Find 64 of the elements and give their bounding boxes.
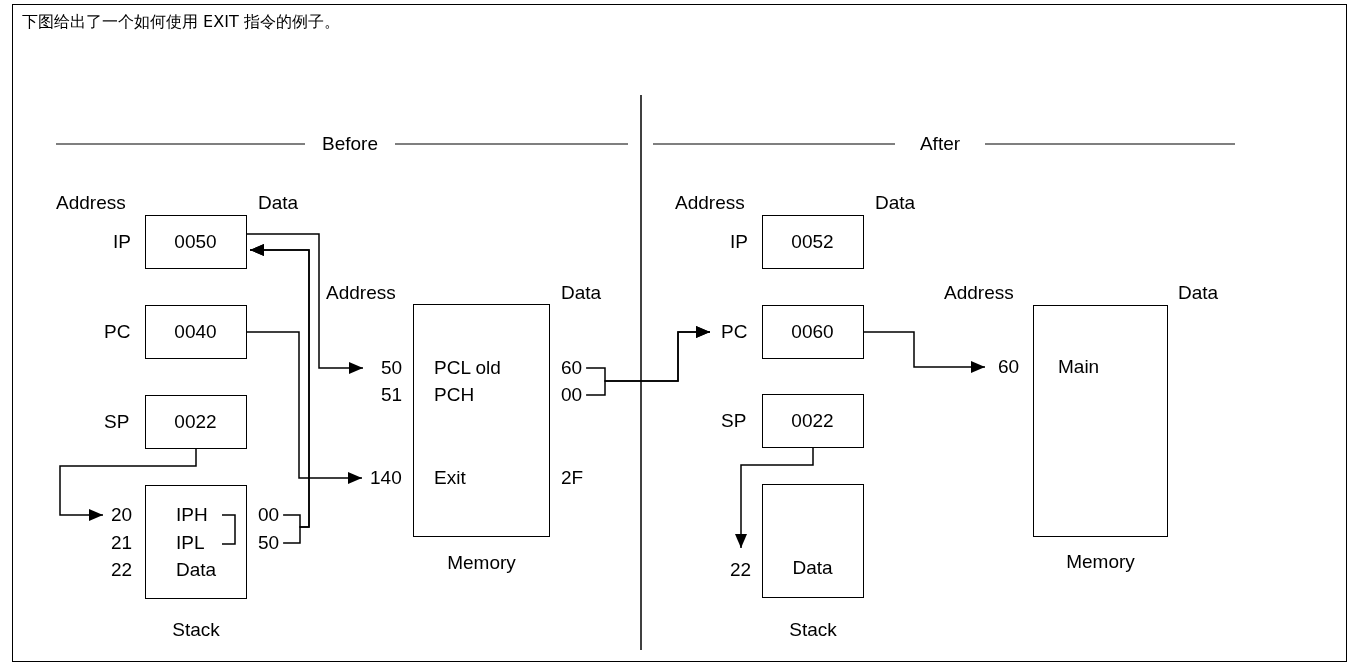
value-text: 140: [370, 467, 402, 489]
register-box: [762, 394, 864, 448]
memory-entry: Data: [176, 558, 217, 581]
value-text: 60: [998, 356, 1020, 378]
memory-block: [413, 304, 550, 537]
column-heading: Data: [561, 282, 602, 304]
connector-arrow: [246, 331, 363, 484]
section-heading: Before: [321, 133, 379, 155]
register-value: 0022: [790, 409, 835, 432]
register-box: [762, 215, 864, 269]
memory-block: [145, 485, 247, 599]
address-label: 21: [111, 532, 133, 554]
connector-arrow: [246, 233, 364, 374]
value-text: 50: [258, 532, 280, 554]
value-text: 00: [258, 504, 280, 526]
register-name: SP: [721, 410, 747, 432]
register-box: [145, 305, 247, 359]
register-box: [762, 305, 864, 359]
column-heading: Data: [258, 192, 299, 214]
value-text: 50: [381, 357, 403, 379]
connector-arrow: [735, 447, 814, 549]
memory-block: [762, 484, 864, 598]
memory-entry: PCH: [434, 383, 475, 406]
connector-arrow: [863, 331, 986, 373]
memory-entry: Main: [1058, 355, 1100, 378]
value-text: 20: [111, 504, 133, 526]
register-name: PC: [104, 321, 131, 343]
title: 下图给出了一个如何使用 EXIT 指令的例子。: [22, 11, 340, 33]
connector-arrow: [585, 326, 711, 396]
value-text: 22: [730, 559, 752, 581]
section-heading: After: [918, 133, 962, 155]
block-caption: Memory: [446, 552, 517, 574]
register-value: 0050: [173, 230, 218, 253]
connector-arrow: [59, 448, 197, 521]
register-name: SP: [104, 411, 130, 433]
column-heading: Data: [875, 192, 916, 214]
register-value: 0022: [173, 410, 218, 433]
memory-entry: IPH: [176, 503, 208, 526]
column-heading: Data: [1178, 282, 1219, 304]
register-value: 0060: [790, 320, 835, 343]
memory-entry: Exit: [434, 466, 466, 489]
memory-block: [1033, 305, 1168, 537]
column-heading: Address: [56, 192, 126, 214]
register-box: [145, 215, 247, 269]
block-caption: Stack: [788, 619, 838, 641]
data-label: 2F: [561, 467, 584, 489]
address-label: 51: [381, 384, 403, 406]
memory-entry: PCL old: [434, 356, 501, 379]
column-heading: Address: [326, 282, 396, 304]
memory-entry: IPL: [176, 531, 205, 554]
register-name: IP: [730, 231, 748, 253]
register-name: IP: [113, 231, 131, 253]
address-label: 22: [111, 559, 133, 581]
register-box: [145, 395, 247, 449]
value-text: 60: [561, 357, 583, 379]
register-value: 0040: [173, 320, 218, 343]
column-heading: Address: [944, 282, 1014, 304]
block-caption: Stack: [171, 619, 221, 641]
memory-entry: Data: [791, 556, 834, 579]
value-text: 00: [561, 384, 583, 406]
register-name: PC: [721, 321, 748, 343]
block-caption: Memory: [1065, 551, 1136, 573]
column-heading: Address: [675, 192, 745, 214]
register-value: 0052: [790, 230, 835, 253]
